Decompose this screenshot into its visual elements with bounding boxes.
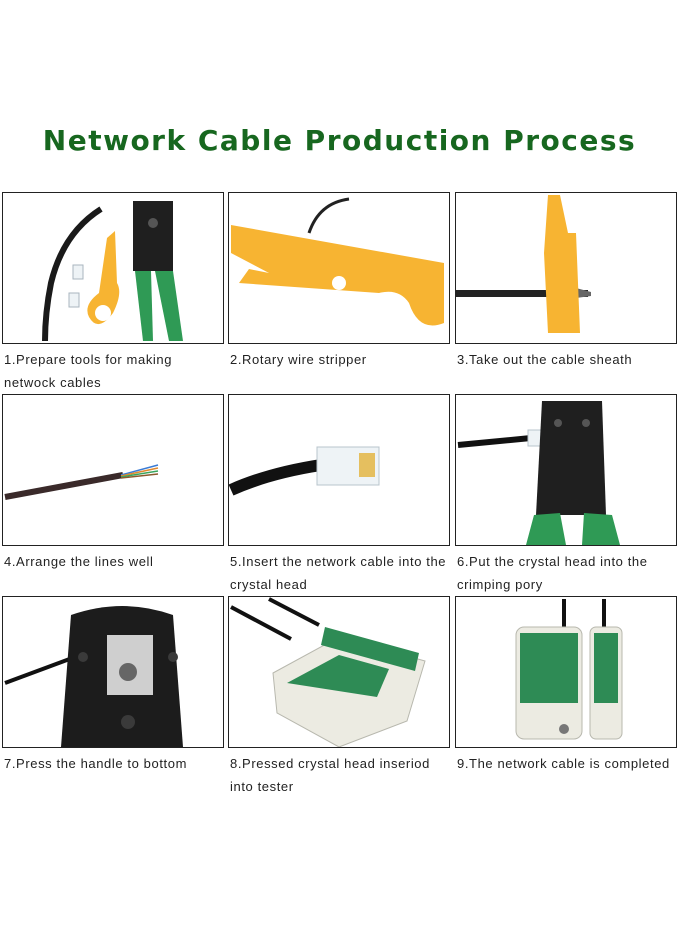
step-2-caption: 2.Rotary wire stripper bbox=[230, 352, 367, 367]
step-8-photo bbox=[228, 596, 450, 748]
step-8-caption: 8.Pressed crystal head inseriod into tes… bbox=[230, 756, 430, 794]
step-4-photo bbox=[2, 394, 224, 546]
step-9-photo bbox=[455, 596, 677, 748]
step-9-caption: 9.The network cable is completed bbox=[457, 756, 670, 771]
step-1-caption: 1.Prepare tools for making netwock cable… bbox=[4, 352, 173, 390]
step-5-photo bbox=[228, 394, 450, 546]
step-6-photo bbox=[455, 394, 677, 546]
step-7-photo bbox=[2, 596, 224, 748]
step-1-photo bbox=[2, 192, 224, 344]
step-3-caption: 3.Take out the cable sheath bbox=[457, 352, 633, 367]
step-4-caption: 4.Arrange the lines well bbox=[4, 554, 154, 569]
step-2-photo bbox=[228, 192, 450, 344]
page-title: Network Cable Production Process bbox=[42, 124, 637, 157]
step-7-caption: 7.Press the handle to bottom bbox=[4, 756, 188, 771]
step-6-caption: 6.Put the crystal head into the crimping… bbox=[457, 554, 648, 592]
step-3-photo bbox=[455, 192, 677, 344]
step-5-caption: 5.Insert the network cable into the crys… bbox=[230, 554, 447, 592]
